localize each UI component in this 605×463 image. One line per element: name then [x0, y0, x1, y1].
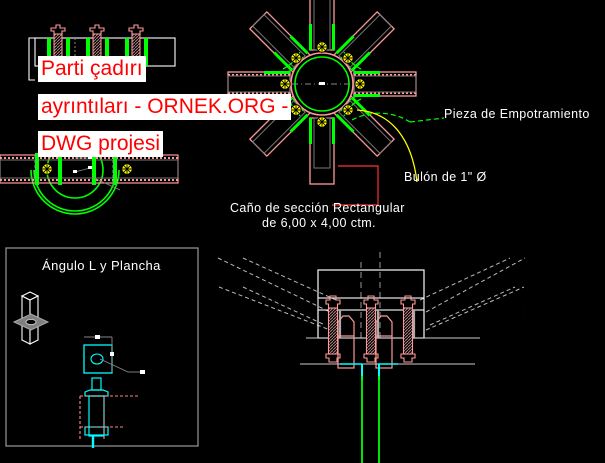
mast-joint-elevation	[217, 252, 526, 463]
angle-plate-panel	[5, 247, 199, 448]
watermark-line-3: DWG projesi	[38, 131, 164, 157]
label-cano-line1: Caño de sección Rectangular	[230, 201, 405, 215]
watermark-line-2: ayrıntıları - ORNEK.ORG -	[38, 94, 292, 120]
label-cano-line2: de 6,00 x 4,00 ctm.	[262, 216, 376, 230]
bolt-elevation-detail	[79, 377, 140, 448]
plate-plan-detail	[83, 335, 145, 374]
label-pieza-de-empotramiento: Pieza de Empotramiento	[444, 107, 590, 121]
watermark-line-1: Parti çadırı	[38, 56, 146, 82]
hub-plan-view	[227, 0, 445, 206]
panel-title-angulo-l-y-plancha: Ángulo L y Plancha	[42, 258, 161, 273]
isometric-angle-detail	[12, 291, 50, 345]
label-bulon: Bulón de 1" Ø	[404, 170, 487, 184]
